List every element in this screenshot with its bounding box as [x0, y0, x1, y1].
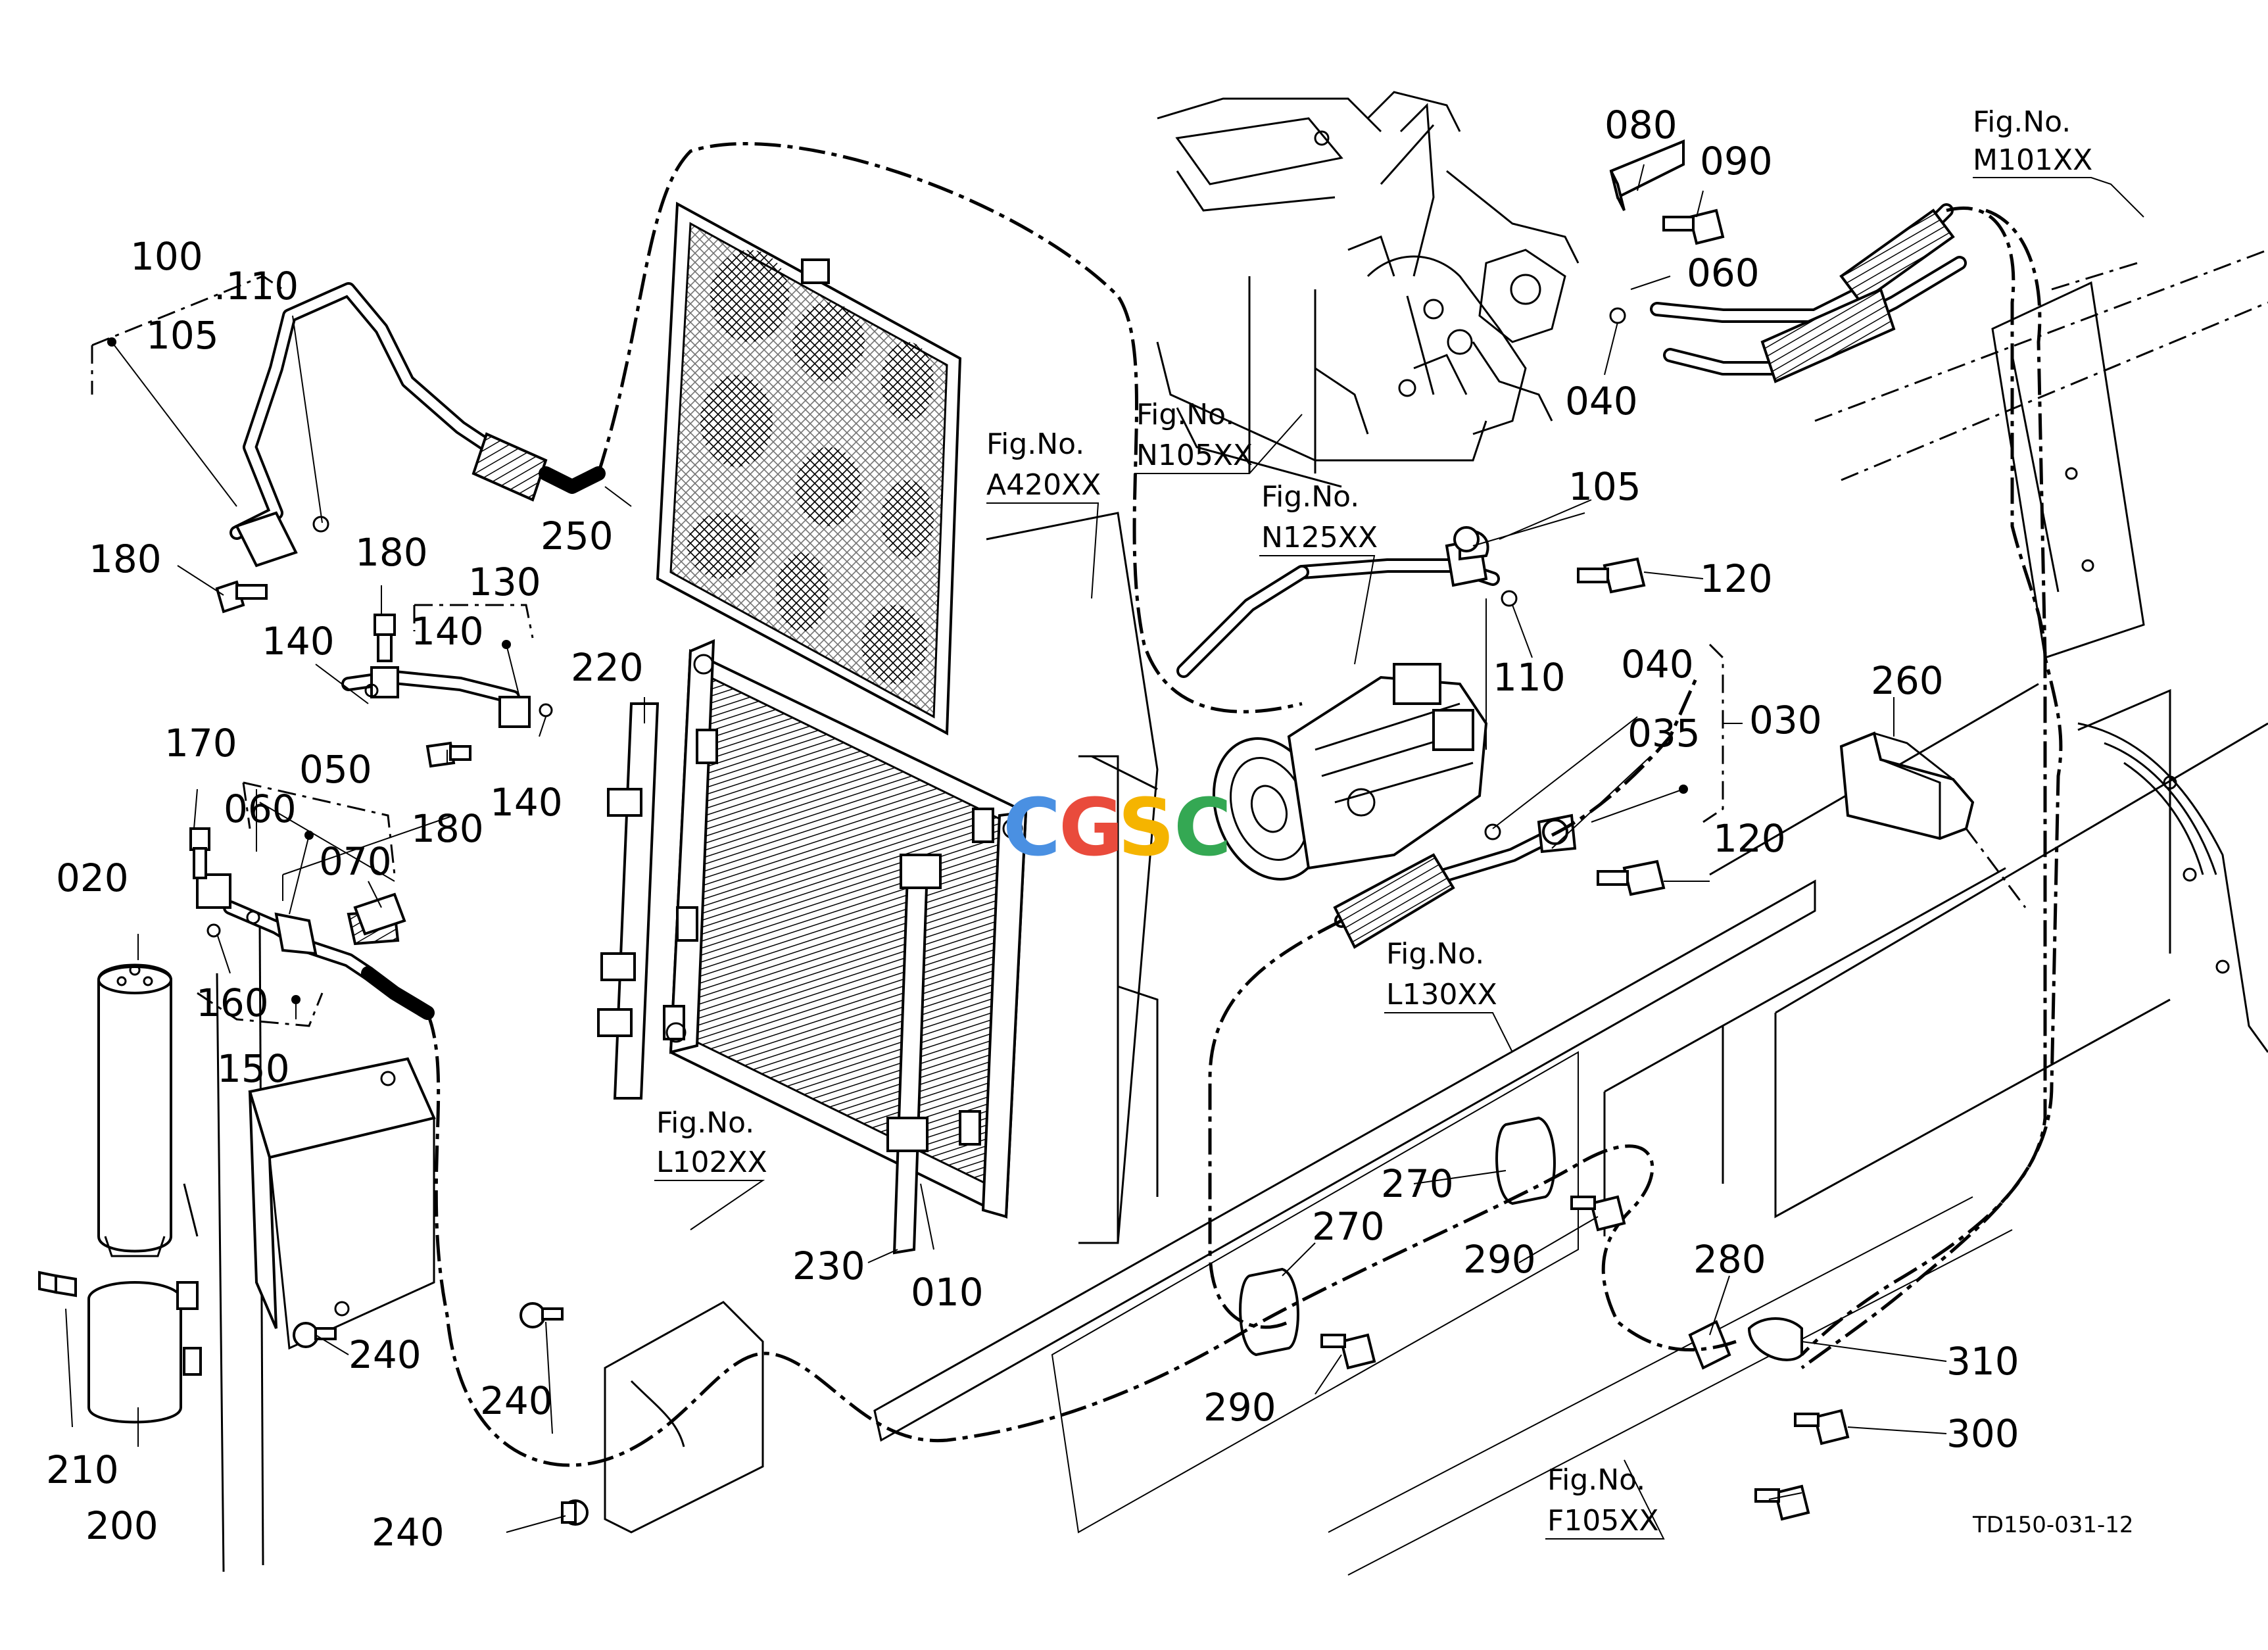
svg-text:A420XX: A420XX: [986, 468, 1101, 502]
label-260: 260: [1871, 658, 1944, 703]
label-180: 180: [411, 806, 484, 851]
figure-references: Fig.No. M101XX Fig.No. A420XX Fig.No. N1…: [656, 105, 2092, 1538]
svg-text:Fig.No.: Fig.No.: [1973, 105, 2071, 139]
figref-l130: Fig.No. L130XX: [1386, 937, 1497, 1011]
bracket-150: [248, 1057, 436, 1350]
label-180: 180: [89, 537, 162, 581]
label-040: 040: [1565, 379, 1638, 424]
label-070: 070: [319, 839, 392, 884]
label-200: 200: [85, 1503, 158, 1548]
figref-n125: Fig.No. N125XX: [1261, 480, 1378, 554]
figref-f105: Fig.No. F105XX: [1547, 1463, 1659, 1538]
watermark-letter: C: [1174, 783, 1232, 874]
label-120: 120: [1713, 816, 1786, 861]
svg-text:Fig.No.: Fig.No.: [986, 427, 1084, 461]
leader-lines: [65, 164, 2027, 1533]
bracket-230: [886, 854, 942, 1255]
label-010: 010: [911, 1270, 984, 1315]
label-160: 160: [196, 981, 269, 1025]
svg-text:Fig.No.: Fig.No.: [656, 1106, 754, 1140]
hose-100: [229, 282, 606, 568]
chassis-frame: [183, 249, 2268, 1576]
label-110: 110: [1493, 655, 1566, 700]
label-300: 300: [1946, 1411, 2019, 1456]
receiver-drier: [97, 963, 172, 1257]
label-140: 140: [411, 609, 484, 654]
label-105: 105: [1568, 464, 1641, 509]
watermark-letter: C: [1003, 783, 1061, 874]
svg-text:Fig.No.: Fig.No.: [1386, 937, 1484, 971]
svg-text:Fig.No.: Fig.No.: [1136, 398, 1234, 431]
label-270: 270: [1312, 1204, 1385, 1249]
label-240: 240: [349, 1332, 422, 1377]
label-310: 310: [1946, 1339, 2019, 1384]
label-060: 060: [1687, 251, 1760, 295]
label-110: .110: [214, 264, 299, 308]
label-100: 100: [130, 234, 203, 279]
part-labels: 100 105 .110 180 180 130 140 140 140 180…: [46, 103, 2019, 1555]
label-220: 220: [571, 645, 644, 690]
condenser: [663, 639, 1028, 1219]
label-170: 170: [164, 721, 237, 765]
label-080: 080: [1604, 103, 1677, 147]
hose-upper-right: [1650, 203, 1967, 383]
figref-n105: Fig.No. N105XX: [1136, 398, 1253, 472]
figref-m101: Fig.No. M101XX: [1973, 105, 2092, 177]
pipe-routes: [425, 142, 2063, 1467]
label-120: 120: [1700, 556, 1773, 601]
watermark-letter: S: [1118, 783, 1174, 874]
hose-clamps: [1239, 1116, 1803, 1370]
hose-compressor-suction: [1333, 813, 1577, 949]
label-060: 060: [224, 787, 297, 831]
label-240: 240: [480, 1378, 553, 1423]
label-270: 270: [1381, 1161, 1454, 1206]
label-040: 040: [1621, 642, 1694, 687]
bolts: [189, 139, 1850, 1526]
label-140: 140: [490, 780, 563, 825]
label-050: 050: [299, 747, 372, 792]
label-240: 240: [372, 1510, 445, 1555]
bracket-260: [1839, 731, 1975, 840]
drawing-code: TD150-031-12: [1972, 1512, 2134, 1538]
drier-clamp: [38, 1271, 202, 1424]
compressor: [1212, 663, 1488, 881]
figref-l102: Fig.No. L102XX: [656, 1106, 767, 1179]
label-150: 150: [217, 1046, 290, 1091]
svg-text:Fig.No.: Fig.No.: [1547, 1463, 1645, 1497]
label-140: 140: [262, 619, 335, 664]
svg-text:L102XX: L102XX: [656, 1146, 767, 1179]
label-180: 180: [355, 530, 428, 575]
watermark-letter: G: [1059, 783, 1124, 874]
svg-text:L130XX: L130XX: [1386, 978, 1497, 1011]
label-230: 230: [792, 1244, 865, 1288]
watermark-logo: C G S C: [1003, 783, 1232, 874]
svg-text:M101XX: M101XX: [1973, 143, 2092, 177]
label-290: 290: [1203, 1385, 1276, 1430]
label-035: 035: [1628, 711, 1701, 756]
condenser-screen: [656, 201, 962, 736]
label-105: 105: [146, 313, 219, 358]
svg-text:N125XX: N125XX: [1261, 521, 1378, 554]
hose-130: [341, 666, 531, 728]
label-030: 030: [1749, 698, 1822, 742]
label-290: 290: [1463, 1237, 1536, 1282]
label-020: 020: [56, 856, 129, 900]
side-seal-220: [597, 702, 660, 1100]
svg-text:Fig.No.: Fig.No.: [1261, 480, 1359, 514]
engine-top-assembly: [1156, 91, 1580, 488]
svg-text:F105XX: F105XX: [1547, 1504, 1659, 1538]
figref-a420: Fig.No. A420XX: [986, 427, 1101, 502]
label-280: 280: [1693, 1237, 1766, 1282]
label-210: 210: [46, 1447, 119, 1492]
hose-compressor-discharge: [1176, 526, 1500, 678]
label-250: 250: [541, 514, 614, 558]
figure-leaders: [654, 177, 2144, 1540]
label-090: 090: [1700, 139, 1773, 183]
label-130: 130: [468, 560, 541, 604]
svg-text:N105XX: N105XX: [1136, 439, 1253, 472]
